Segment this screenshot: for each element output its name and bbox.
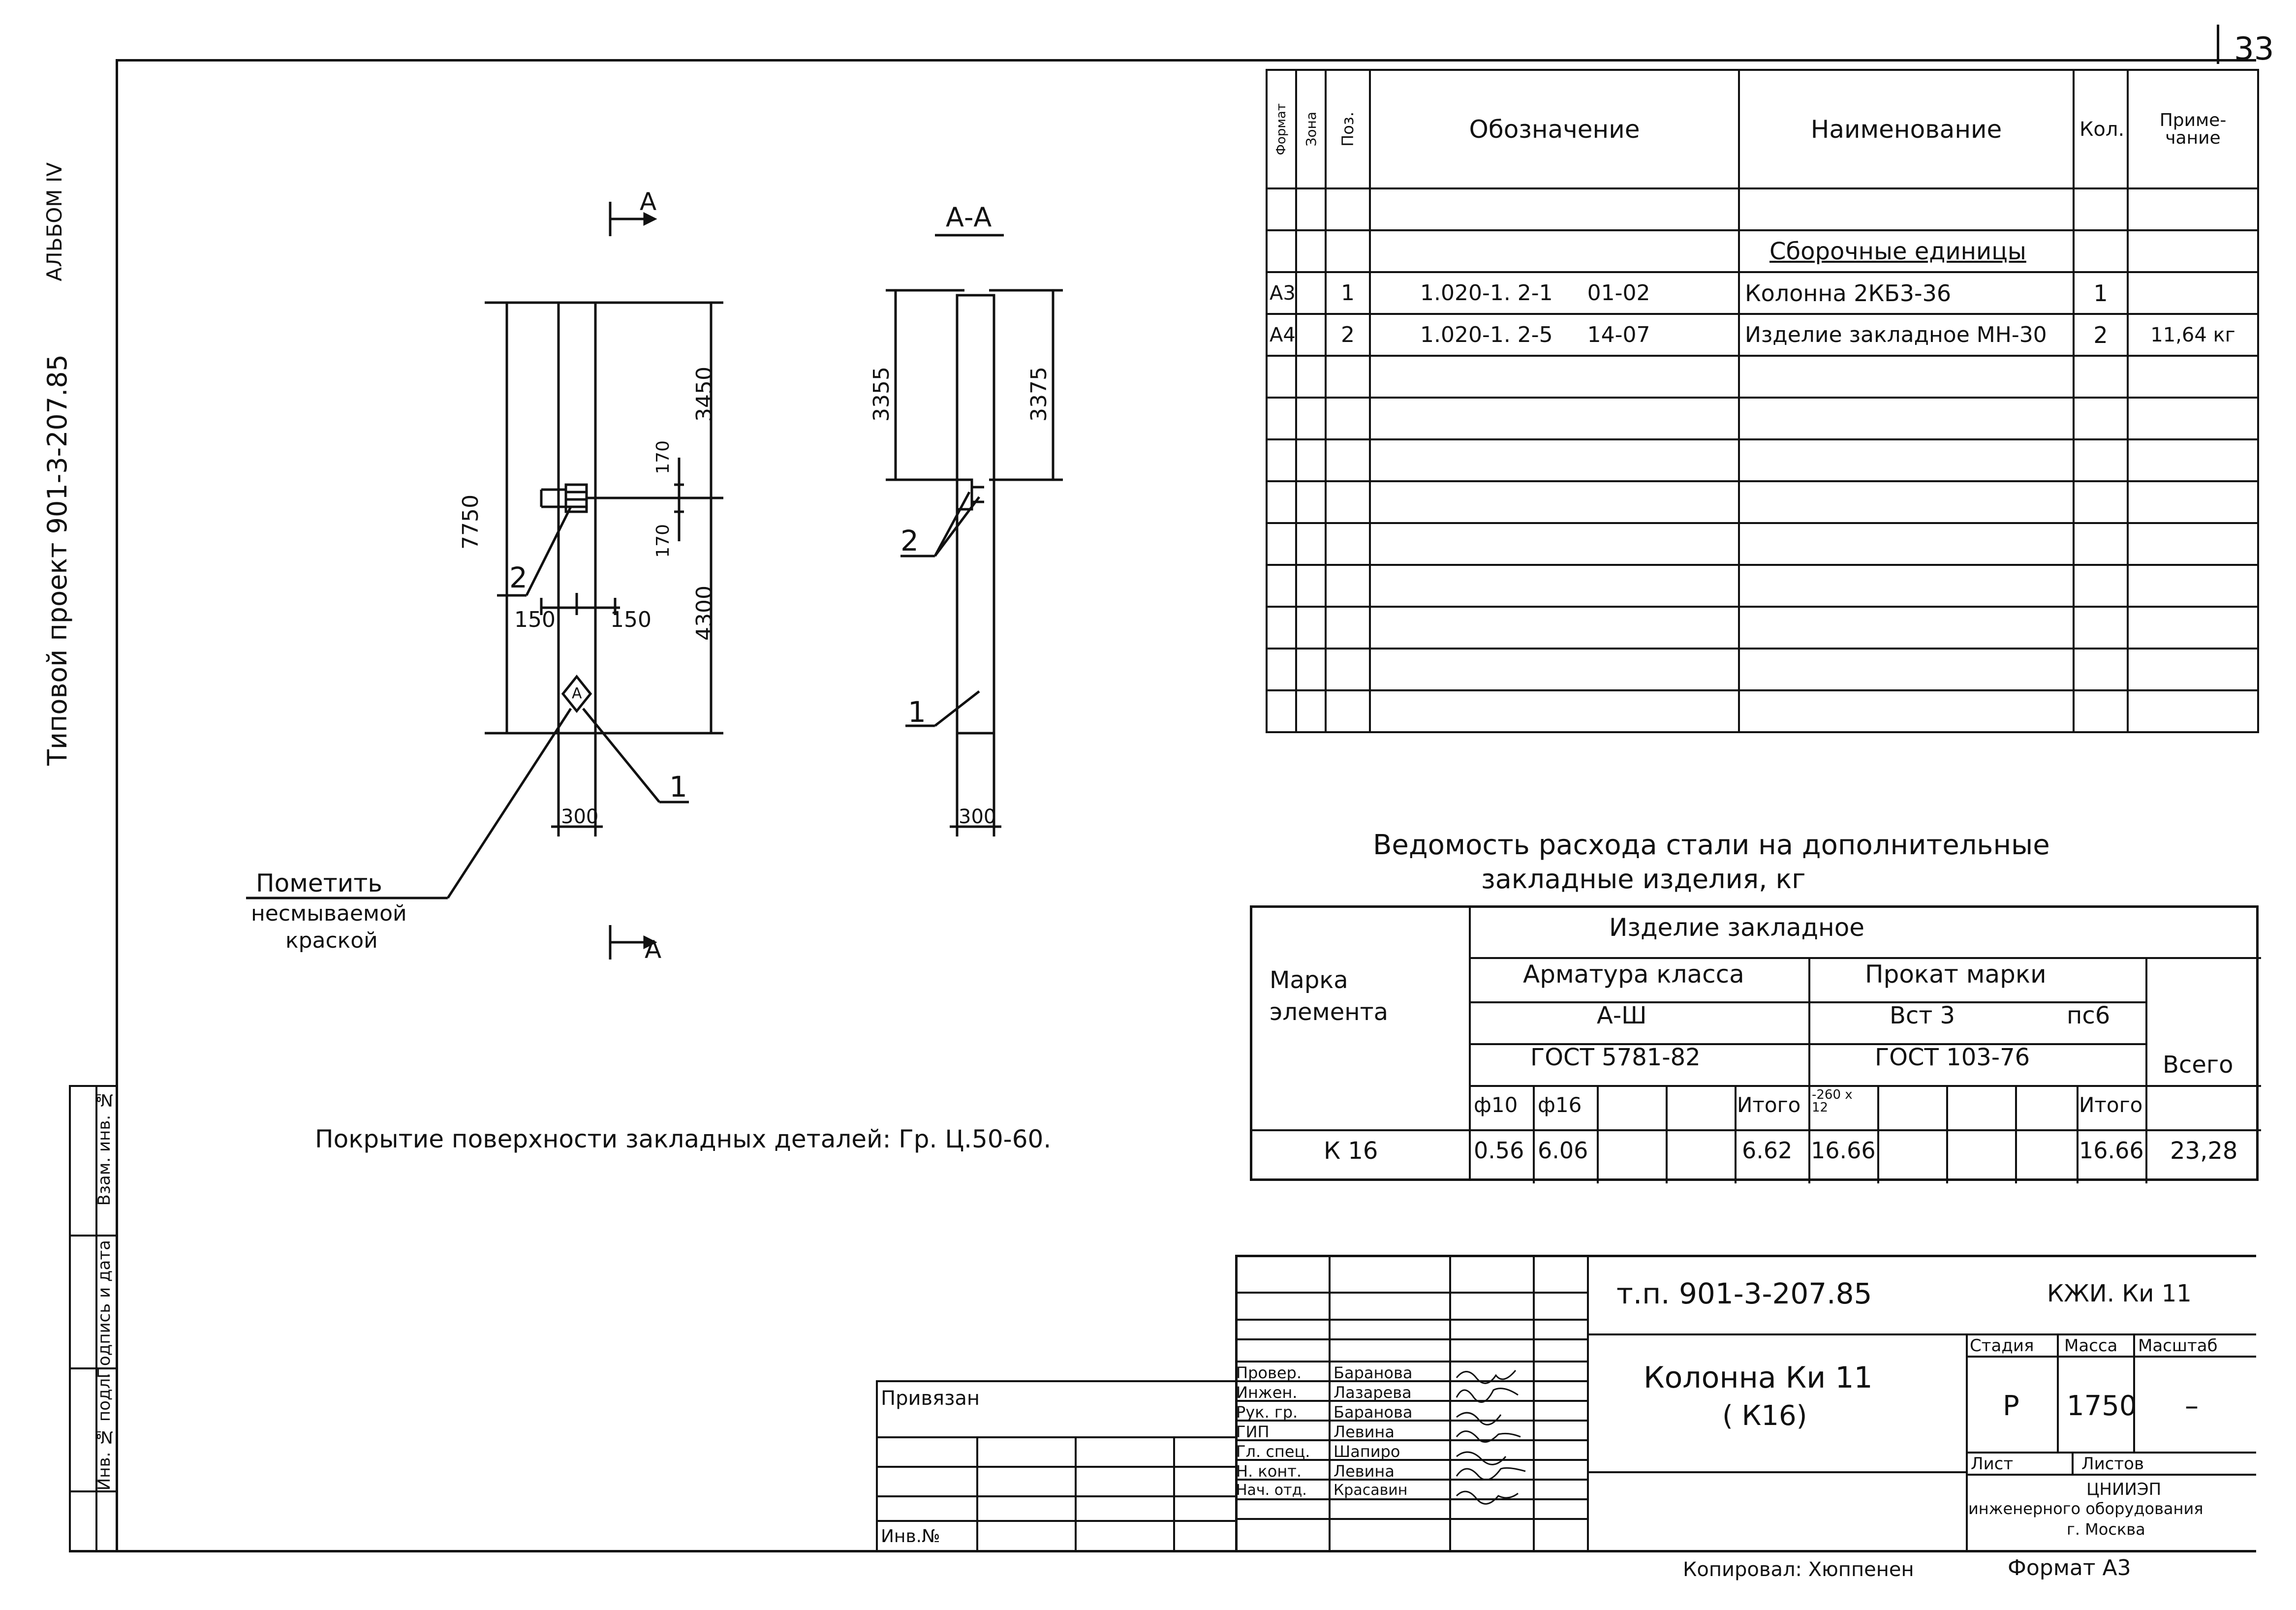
steel-table-title-line-1: Ведомость расхода стали на дополнительны… — [1373, 829, 2050, 861]
steel-d16: ф16 — [1538, 1093, 1582, 1117]
spec-header-name: Наименование — [1738, 69, 2075, 189]
role-name: Левина — [1334, 1462, 1395, 1481]
section-title: А-А — [946, 202, 992, 233]
steel-table — [1250, 905, 2261, 1183]
role-name: Лазарева — [1334, 1383, 1412, 1402]
steel-d10: ф10 — [1474, 1093, 1518, 1117]
copied-label: Копировал: Хюппенен — [1683, 1558, 1914, 1581]
steel-total-header: Всего — [2163, 1051, 2234, 1079]
list-label: Лист — [1971, 1454, 2014, 1474]
steel-prokat-size: -260 x 12 — [1812, 1087, 1853, 1115]
role-label: Рук. гр. — [1236, 1403, 1298, 1422]
spec-row: А4 2 1.020-1. 2-5 14-07 Изделие закладно… — [1266, 313, 2259, 357]
inv-no-label: Инв.№ — [881, 1526, 940, 1547]
steel-row-d16: 6.06 — [1538, 1137, 1588, 1164]
steel-group-header: Изделие закладное — [1609, 913, 1865, 942]
frame-left-line — [116, 59, 118, 1552]
dim-300-front: 300 — [561, 805, 599, 828]
steel-row-itogo-2: 16.66 — [2079, 1137, 2144, 1164]
role-name: Левина — [1334, 1423, 1395, 1441]
role-name: Красавин — [1334, 1482, 1408, 1499]
sheet-code: КЖИ. Ки 11 — [2047, 1280, 2192, 1307]
dim-150-right: 150 — [610, 607, 652, 632]
spec-header-pos: Поз. — [1325, 69, 1371, 189]
steel-gost-103: ГОСТ 103-76 — [1875, 1044, 2030, 1071]
role-label: Инжен. — [1236, 1383, 1298, 1402]
role-name: Шапиро — [1334, 1442, 1400, 1461]
dim-150-left: 150 — [514, 607, 556, 632]
org-line-1: ЦНИИЭП — [2086, 1480, 2162, 1499]
note-line-2: несмываемой — [251, 901, 407, 926]
format-label: Формат А3 — [2008, 1555, 2131, 1580]
steel-gost-5781: ГОСТ 5781-82 — [1530, 1044, 1701, 1071]
section-mark-top: A — [640, 187, 657, 216]
frame-bottom-line — [69, 1550, 2256, 1552]
spec-header-qty: Кол. — [2073, 69, 2129, 189]
steel-mark-header: Марка элемента — [1270, 966, 1389, 1026]
lists-label: Листов — [2081, 1454, 2144, 1474]
spec-header-zone: Зона — [1295, 69, 1327, 189]
scale-label: Масштаб — [2138, 1336, 2218, 1356]
privyazan-label: Привязан — [881, 1387, 980, 1410]
specification-table: Формат Зона Поз. Обозначение Наименовани… — [1266, 69, 2259, 733]
steel-itogo-2: Итого — [2079, 1093, 2143, 1117]
steel-class-a3: А-Ш — [1597, 1002, 1647, 1029]
role-label: Гл. спец. — [1236, 1442, 1310, 1461]
steel-row-mark: К 16 — [1324, 1137, 1378, 1165]
role-name: Баранова — [1334, 1403, 1413, 1422]
steel-ps6: пс6 — [2067, 1002, 2110, 1029]
steel-row-itogo-1: 6.62 — [1742, 1137, 1793, 1164]
org-line-2: инженерного оборудования — [1968, 1499, 2203, 1518]
spec-row: А3 1 1.020-1. 2-1 01-02 Колонна 2КБ3-36 … — [1266, 271, 2259, 315]
role-label: ГИП — [1236, 1423, 1270, 1441]
note-line-1: Пометить — [256, 869, 382, 898]
role-label: Нач. отд. — [1236, 1482, 1307, 1499]
steel-table-title-line-2: закладные изделия, кг — [1481, 864, 1806, 895]
sheet-number-box — [2217, 25, 2219, 64]
diamond-a-label: A — [572, 685, 582, 702]
role-label: Провер. — [1236, 1363, 1302, 1382]
position-1-label: 1 — [669, 770, 687, 804]
position-2-label: 2 — [509, 561, 527, 594]
privyazan-block — [876, 1380, 1237, 1552]
position-1-side-label: 1 — [908, 695, 926, 729]
doc-code: т.п. 901-3-207.85 — [1616, 1277, 1872, 1310]
role-name: Баранова — [1334, 1363, 1413, 1382]
steel-armatura-header: Арматура класса — [1523, 960, 1744, 989]
role-label: Н. конт. — [1236, 1462, 1302, 1481]
steel-row-prokat: 16.66 — [1811, 1137, 1876, 1164]
spec-header-designation: Обозначение — [1369, 69, 1740, 189]
left-stamp — [69, 1085, 118, 1552]
object-title-line-1: Колонна Ки 11 — [1644, 1361, 1873, 1395]
stage-label: Стадия — [1970, 1336, 2034, 1356]
note-line-3: краской — [285, 928, 378, 953]
org-line-3: г. Москва — [2067, 1520, 2145, 1539]
steel-vst3: Вст 3 — [1890, 1002, 1955, 1029]
object-title-line-2: ( К16) — [1722, 1400, 1807, 1432]
steel-prokat-header: Прокат марки — [1865, 960, 2047, 989]
coating-note: Покрытие поверхности закладных деталей: … — [315, 1125, 1052, 1153]
spec-header-format: Формат — [1266, 69, 1297, 189]
mass-value: 1750 — [2067, 1390, 2137, 1422]
frame-top-line — [116, 59, 2256, 62]
steel-row-total: 23,28 — [2170, 1137, 2238, 1165]
steel-row-d10: 0.56 — [1474, 1137, 1524, 1164]
position-2-side-label: 2 — [900, 524, 919, 557]
dim-300-side: 300 — [959, 805, 996, 828]
steel-itogo-1: Итого — [1737, 1093, 1801, 1117]
spec-section-title: Сборочные единицы — [1738, 229, 2075, 273]
section-mark-bottom: A — [645, 935, 662, 964]
stage-value: Р — [2003, 1390, 2019, 1422]
scale-value: – — [2185, 1390, 2199, 1422]
title-block — [1235, 1255, 2256, 1550]
mass-label: Масса — [2064, 1336, 2118, 1356]
spec-header-note: Приме-чание — [2127, 69, 2259, 189]
